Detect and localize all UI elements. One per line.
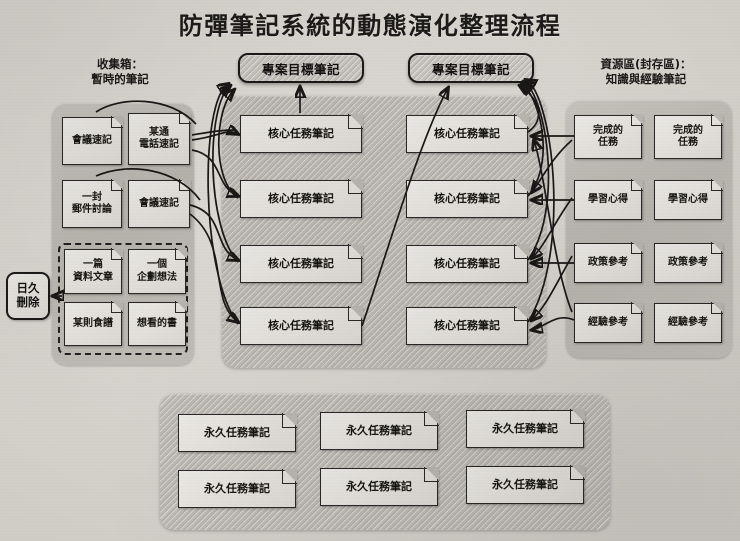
inbox-archive-note[interactable]: 某則食譜	[64, 301, 123, 346]
resource-note[interactable]: 完成的 任務	[654, 114, 723, 159]
core-task-note[interactable]: 核心任務筆記	[240, 306, 363, 345]
permanent-task-note[interactable]: 永久任務筆記	[466, 409, 585, 448]
inbox-caption: 收集箱： 暫時的筆記	[91, 57, 149, 87]
resource-caption: 資源區(封存區)： 知識與經驗筆記	[600, 57, 692, 87]
inbox-archive-note[interactable]: 一篇 資料文章	[64, 248, 123, 294]
core-task-note[interactable]: 核心任務筆記	[240, 114, 363, 153]
inbox-note[interactable]: 一封 郵件討論	[62, 179, 123, 228]
core-task-note[interactable]: 核心任務筆記	[406, 179, 529, 218]
core-task-note[interactable]: 核心任務筆記	[406, 306, 529, 345]
permanent-task-note[interactable]: 永久任務筆記	[320, 411, 439, 450]
project-goal-note-left[interactable]: 專案目標筆記	[238, 53, 364, 83]
inbox-note[interactable]: 某通 電話速記	[128, 112, 191, 165]
inbox-note[interactable]: 會議速記	[128, 179, 191, 228]
resource-note[interactable]: 政策參考	[574, 242, 643, 283]
core-task-note[interactable]: 核心任務筆記	[240, 244, 363, 283]
resource-note[interactable]: 學習心得	[574, 179, 643, 220]
project-goal-note-right[interactable]: 專案目標筆記	[408, 53, 534, 83]
permanent-task-note[interactable]: 永久任務筆記	[320, 467, 439, 506]
core-task-note[interactable]: 核心任務筆記	[240, 179, 363, 218]
permanent-task-note[interactable]: 永久任務筆記	[178, 413, 297, 452]
inbox-archive-note[interactable]: 想看的書	[128, 301, 187, 346]
permanent-task-note[interactable]: 永久任務筆記	[178, 469, 297, 508]
core-task-note[interactable]: 核心任務筆記	[406, 114, 529, 153]
resource-note[interactable]: 學習心得	[654, 179, 723, 220]
page-title: 防彈筆記系統的動態演化整理流程	[178, 12, 562, 40]
resource-note[interactable]: 經驗參考	[574, 302, 643, 343]
inbox-note[interactable]: 會議速記	[62, 116, 123, 165]
resource-note[interactable]: 經驗參考	[654, 302, 723, 343]
permanent-task-note[interactable]: 永久任務筆記	[466, 465, 585, 504]
resource-note[interactable]: 完成的 任務	[574, 114, 643, 159]
resource-note[interactable]: 政策參考	[654, 242, 723, 283]
delete-over-time-box: 日久 刪除	[6, 272, 50, 320]
inbox-archive-note[interactable]: 一個 企劃想法	[128, 248, 187, 294]
core-task-note[interactable]: 核心任務筆記	[406, 244, 529, 283]
